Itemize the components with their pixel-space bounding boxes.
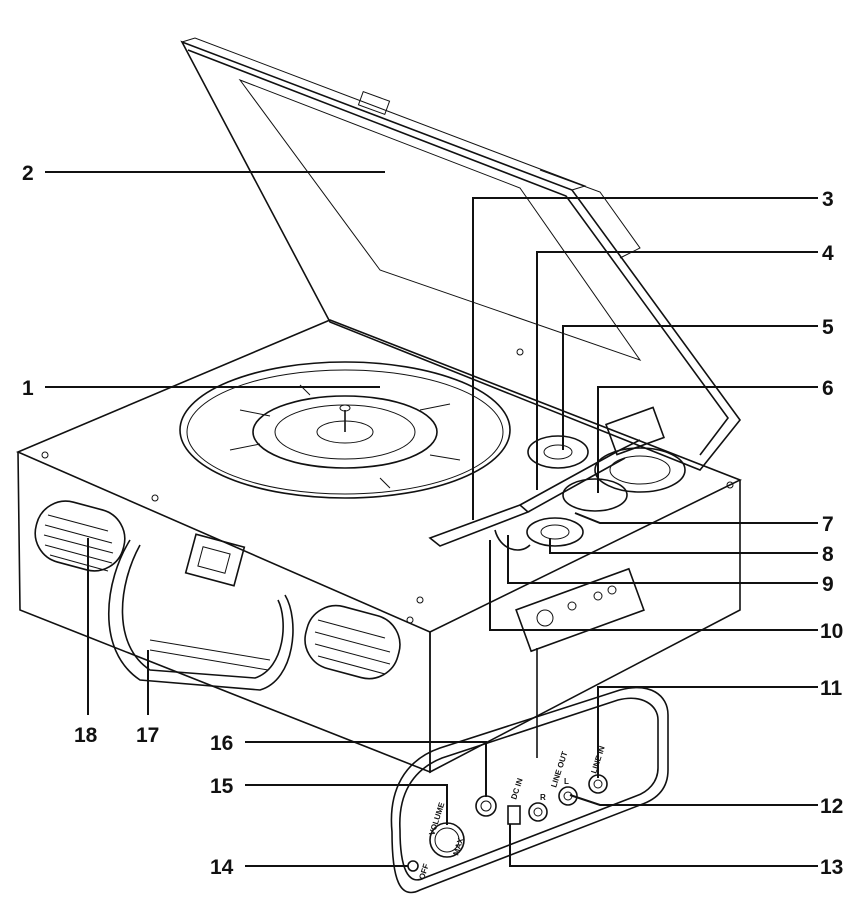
turntable-platter (179, 361, 511, 499)
leader-lines (45, 171, 818, 867)
callout-7: 7 (822, 513, 834, 536)
label-dc-in: DC IN (509, 777, 524, 801)
callout-18: 18 (74, 724, 98, 747)
case-body (15, 319, 742, 774)
callout-8: 8 (822, 543, 834, 566)
carry-handle (107, 539, 294, 691)
case-latch (184, 533, 246, 587)
callout-15: 15 (210, 775, 234, 798)
label-volume: VOLUME (427, 801, 446, 837)
speaker-grille-left (34, 500, 126, 572)
headphone-jack (475, 795, 497, 817)
dc-in-jack (507, 805, 521, 825)
callout-16: 16 (210, 732, 233, 755)
callout-10: 10 (820, 620, 843, 643)
callout-11: 11 (820, 677, 843, 700)
callout-17: 17 (136, 724, 159, 747)
line-out-r-jack (528, 802, 548, 822)
callout-2: 2 (22, 162, 34, 185)
callout-13: 13 (820, 856, 843, 879)
label-r: R (540, 793, 546, 802)
callout-numbers: 1 2 3 4 5 6 7 8 9 10 11 12 13 14 15 16 1… (22, 162, 843, 879)
callout-4: 4 (822, 242, 834, 265)
power-indicator (407, 860, 419, 872)
callout-3: 3 (822, 188, 834, 211)
callout-1: 1 (22, 377, 34, 400)
lid (180, 37, 742, 471)
connector-panel: VOLUME MAX OFF DC IN LINE OUT R L LINE I… (390, 686, 669, 894)
callout-14: 14 (210, 856, 234, 879)
callout-5: 5 (822, 316, 834, 339)
label-off: OFF (417, 863, 431, 881)
label-l: L (564, 777, 569, 786)
callout-6: 6 (822, 377, 834, 400)
callout-12: 12 (820, 795, 843, 818)
tonearm (428, 406, 686, 551)
speaker-grille-right (304, 604, 401, 680)
callout-9: 9 (822, 573, 834, 596)
